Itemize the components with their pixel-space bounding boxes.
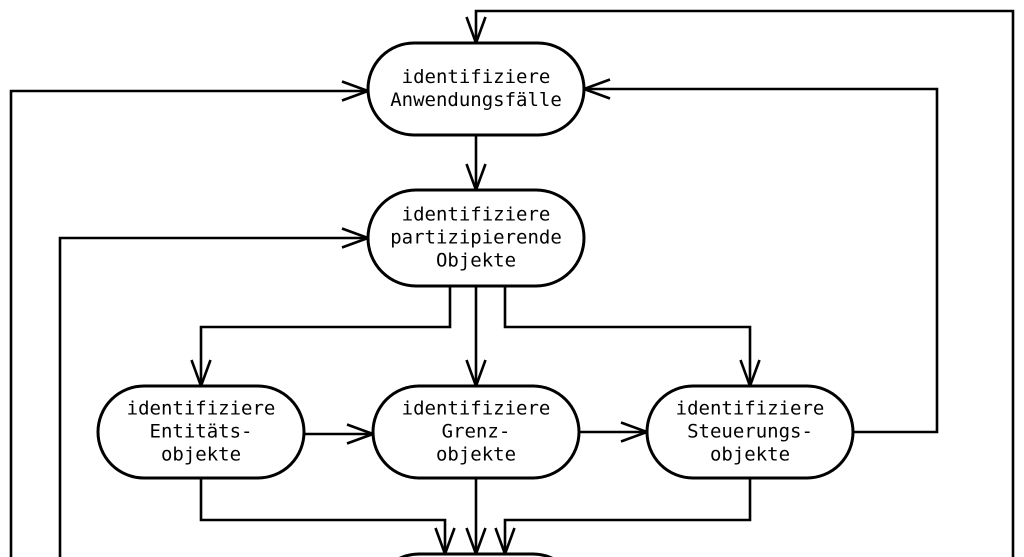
node-label-control-line-3: objekte (710, 444, 790, 466)
node-label-entity-line-1: identifiziere (127, 398, 276, 420)
node-label-boundary-line-1: identifiziere (402, 398, 551, 420)
edge-usecases-to-participating (465, 135, 487, 194)
edge-entity-to-bottom-node (199, 478, 456, 557)
edge-boundary-to-bottom-node (465, 478, 487, 557)
node-label-control-line-1: identifiziere (676, 398, 825, 420)
node-label-boundary-line-3: objekte (436, 444, 516, 466)
edge-left-outer-loop-to-usecases (9, 80, 372, 557)
node-label-participating-line-1: identifiziere (402, 204, 551, 226)
node-shape-usecases[interactable] (366, 41, 586, 137)
edge-control-to-usecases-line (584, 87, 939, 434)
edge-control-to-usecases (580, 78, 939, 434)
edge-control-to-bottom-node (494, 478, 752, 557)
edge-participating-to-boundary (465, 286, 487, 390)
node-label-participating-line-2: partizipierende (390, 227, 562, 249)
node-label-entity-line-2: Entitäts- (150, 421, 253, 443)
node-label-boundary-line-2: Grenz- (442, 421, 511, 443)
edge-entity-to-bottom-node-line (199, 478, 447, 554)
edge-participating-to-control (503, 286, 761, 390)
edge-left-outer-loop-to-usecases-line (9, 89, 368, 557)
edge-boundary-to-control (579, 421, 651, 443)
node-shape-bottom-partial[interactable] (373, 552, 579, 557)
node-shape-control[interactable] (645, 384, 855, 480)
node-label-entity-line-3: objekte (161, 444, 241, 466)
edge-participating-to-entity-line (199, 286, 452, 386)
node-shape-participating[interactable] (366, 188, 586, 288)
edge-left-inner-loop-to-participating-line (58, 236, 368, 557)
edge-participating-to-entity (190, 286, 452, 390)
edge-top-loop-to-usecases-line (474, 9, 1015, 557)
node-bottom-node-cut-off[interactable] (373, 552, 579, 557)
edge-control-to-bottom-node-line (503, 478, 752, 554)
node-shape-entity[interactable] (96, 384, 306, 480)
edge-layer (9, 9, 1015, 557)
node-shape-boundary[interactable] (371, 384, 581, 480)
edge-entity-to-boundary (304, 423, 377, 445)
node-label-participating-line-3: Objekte (436, 250, 516, 272)
node-label-usecases-line-1: identifiziere (402, 66, 551, 88)
node-label-control-line-2: Steuerungs- (687, 421, 813, 443)
node-label-usecases-line-2: Anwendungsfälle (390, 89, 562, 111)
edge-participating-to-control-line (503, 286, 752, 386)
node-layer: identifiziereAnwendungsfälleidentifizier… (96, 41, 855, 557)
